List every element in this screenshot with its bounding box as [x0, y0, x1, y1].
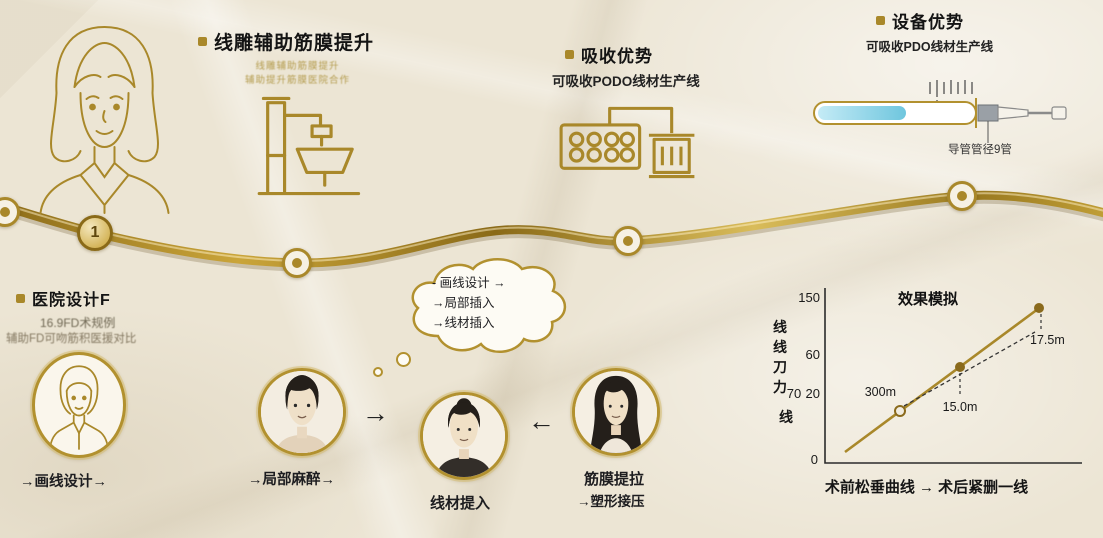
portrait-step-thread-insert	[420, 392, 508, 480]
section-title-text: 医院设计F	[32, 292, 111, 309]
node-center-dot	[623, 236, 633, 246]
title-bullet-icon	[16, 293, 25, 303]
hospital-line-1: 16.9FD术规例	[40, 316, 116, 330]
step2-label: 线材提入	[430, 495, 491, 512]
section-hospital-title: 医院设计F	[16, 286, 111, 310]
absorption-subtitle: 可吸收PODO线材生产线	[552, 74, 700, 89]
y-tick: 60	[806, 347, 820, 362]
step-number: 1	[90, 224, 100, 241]
dashed-projection-line	[903, 331, 1036, 407]
thought-line: →局部插入	[432, 296, 495, 310]
doctor-line-art-icon	[49, 365, 109, 450]
y-axis-label-char: 线	[779, 409, 793, 425]
y-tick: 150	[798, 290, 820, 305]
point-open-circle	[894, 405, 906, 417]
patient-face-bun-icon	[423, 395, 505, 477]
section-absorption-title: 吸收优势	[565, 42, 653, 67]
title-bullet-icon	[876, 16, 885, 25]
node-center-dot	[957, 191, 967, 201]
step3-label-main: 筋膜提拉	[584, 471, 645, 488]
thought-line: - 画线设计 →	[432, 276, 506, 290]
syringe-callout-label: 导管管径9管	[948, 144, 1012, 156]
chart-axes	[824, 288, 1082, 464]
thought-bubble: - 画线设计 → →局部插入 →线材插入	[398, 256, 576, 362]
thought-cloud-icon	[411, 258, 567, 353]
node-center-dot	[0, 207, 10, 217]
y-axis-label-char: 力	[773, 379, 787, 395]
y-tick: 20	[806, 386, 820, 401]
thought-trail-dot-small	[373, 367, 383, 377]
y-axis-label-char: 线	[773, 319, 787, 335]
y-axis-label-char: 刀	[773, 359, 787, 375]
hospital-line-2: 辅助FD可吻筋积医援对比	[6, 333, 137, 345]
title-bullet-icon	[565, 50, 574, 59]
chart-x-axis-label: 术前松垂曲线 → 术后紧删一线	[824, 479, 1029, 496]
section-title-text: 线雕辅助筋膜提升	[214, 33, 375, 54]
process-arrow-forward: →	[362, 398, 389, 428]
hospital-caption: →画线设计→	[20, 474, 107, 490]
section-title-text: 吸收优势	[581, 47, 653, 66]
subtext-line: 辅助提升筋膜医院合作	[244, 75, 350, 87]
y-axis-label-char: 70	[787, 386, 801, 401]
chart-title: 效果模拟	[898, 290, 958, 308]
ribbon-node-left-edge	[0, 197, 20, 227]
trend-line	[844, 304, 1043, 454]
patient-face-icon	[261, 371, 343, 453]
production-line-machine-icon	[559, 106, 695, 179]
point-filled-dot	[955, 362, 965, 372]
thought-trail-dot-large	[396, 352, 411, 367]
thought-line: →线材插入	[432, 316, 495, 330]
node-center-dot	[292, 258, 302, 268]
thread-machine-icon	[257, 96, 361, 196]
point-label-300m: 300m	[865, 385, 896, 399]
process-arrow-back: ←	[528, 406, 555, 436]
effect-simulation-chart: 效果模拟 150 60 20 0 线 线 刀 力 70 线 300m 15.0m…	[773, 288, 1082, 467]
section-thread-lift-title: 线雕辅助筋膜提升	[198, 28, 374, 55]
ribbon-node-2	[282, 248, 312, 278]
portrait-step-fascia-lift	[572, 368, 660, 456]
ribbon-node-4	[947, 181, 977, 211]
ribbon-node-step-1: 1	[77, 215, 113, 251]
section-equipment-title: 设备优势	[876, 8, 964, 33]
equipment-subtitle: 可吸收PDO线材生产线	[866, 40, 994, 54]
step3-label-sub: →塑形接压	[577, 494, 645, 509]
section-title-text: 设备优势	[892, 13, 964, 32]
point-label-17.5m: 17.5m	[1030, 333, 1065, 347]
doctor-portrait	[32, 352, 126, 458]
point-label-15m: 15.0m	[943, 400, 978, 414]
thread-lift-subtext: 线雕辅助筋膜提升 辅助提升筋膜医院合作	[210, 60, 385, 89]
ribbon-node-3	[613, 226, 643, 256]
portrait-step-anesthesia	[258, 368, 346, 456]
y-tick: 0	[811, 452, 818, 467]
thought-text: - 画线设计 → →局部插入 →线材插入	[432, 273, 506, 333]
y-axis-label-char: 线	[773, 339, 787, 355]
subtext-line: 线雕辅助筋膜提升	[255, 61, 340, 72]
point-filled-dot	[1034, 303, 1044, 313]
step1-label: →局部麻醉→	[248, 472, 335, 488]
cannula-syringe-icon	[813, 80, 1067, 143]
patient-face-long-hair-icon	[575, 371, 657, 453]
woman-face-line-art-icon	[39, 26, 170, 214]
title-bullet-icon	[198, 37, 207, 46]
